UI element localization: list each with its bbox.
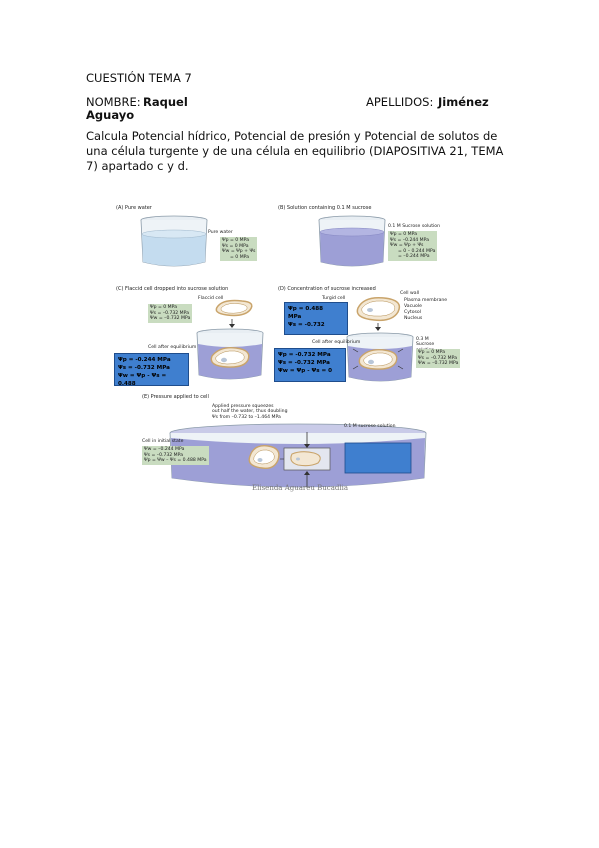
- panel-a-value: Ψw = Ψp + Ψs: [222, 249, 256, 255]
- caption-b: (B) Solution containing 0.1 M sucrose: [278, 205, 372, 211]
- empty-answer-box: [344, 442, 412, 474]
- beaker-pure-water: [140, 215, 208, 267]
- turgid-cell-diagram: [356, 296, 401, 331]
- cell-equilibrium-label-c: Cell after equilibrium: [148, 345, 197, 350]
- apellidos-label: APELLIDOS:: [366, 95, 434, 109]
- answer-d-bottom-line: Ψp = -0.732 MPa: [278, 352, 331, 358]
- panel-b-value: = 0 – 0.244 MPa: [398, 248, 436, 254]
- pure-water-label: Pure water: [208, 230, 233, 235]
- panel-b-value: Ψp = 0 MPa: [390, 232, 418, 237]
- applied-pressure-line: out half the water, thus doubling: [212, 409, 288, 415]
- answer-d-bottom-line: Ψs = -0.732 MPa: [278, 360, 330, 366]
- beaker-cell-equilibrium-d: [346, 332, 414, 382]
- answer-c-line: Ψw = Ψp - Ψs = 0.488: [118, 373, 167, 387]
- vacuole-label: Vacuole: [404, 304, 422, 309]
- cell-equilibrium-label-d: Cell after equilibrium: [312, 340, 361, 345]
- caption-d: (D) Concentration of sucrose increased: [278, 286, 376, 292]
- answer-c-line: Ψs = -0.732 MPa: [118, 365, 170, 371]
- answer-d-bottom-line: Ψw = Ψp - Ψs = 0: [278, 368, 333, 374]
- instructions-paragraph: Calcula Potencial hídrico, Potencial de …: [86, 129, 504, 173]
- nombre-value: Raquel: [143, 95, 188, 109]
- panel-b-value: = –0.244 MPa: [398, 254, 430, 260]
- panel-a-value: Ψs = 0 MPa: [222, 243, 249, 249]
- panel-b-value: Ψs = –0.244 MPa: [390, 237, 430, 243]
- answer-d-top-line: MPa: [288, 314, 302, 320]
- panel-e-value: Ψs = –0.732 MPa: [144, 452, 184, 458]
- question-title: CUESTIÓN TEMA 7: [86, 71, 192, 85]
- apellidos-value: Jiménez: [438, 95, 489, 109]
- panel-d-value: Ψs = –0.732 MPa: [418, 355, 458, 361]
- panel-a-value: = 0 MPa: [230, 254, 250, 260]
- nucleus-label: Nucleus: [404, 316, 423, 321]
- applied-pressure-line: Applied pressure squeezes: [212, 404, 274, 409]
- panel-a-value: Ψp = 0 MPa: [222, 238, 250, 243]
- caption-a: (A) Pure water: [116, 205, 152, 211]
- watermark: Elisenda Aguareu Bucadlia: [252, 484, 349, 492]
- panel-a-values: Ψp = 0 MPa Ψs = 0 MPa Ψw = Ψp + Ψs = 0 M…: [220, 237, 258, 262]
- nombre-label: NOMBRE:: [86, 95, 141, 109]
- panel-d-values: Ψp = 0 MPa Ψs = –0.732 MPa Ψw = –0.732 M…: [416, 349, 461, 368]
- panel-c-value: Ψp = 0 MPa: [150, 305, 178, 310]
- beaker-cell-equilibrium-c: [196, 328, 264, 380]
- cell-wall-label: Cell wall: [400, 291, 420, 296]
- panel-e-value: Ψp = Ψw – Ψs = 0.488 MPa: [144, 458, 207, 464]
- flaccid-cell-label: Flaccid cell: [198, 296, 224, 301]
- applied-pressure-line: Ψs from –0.732 to –1.464 MPa: [212, 414, 281, 420]
- figure-illustration: [140, 215, 427, 488]
- panel-d-value: Ψw = –0.732 MPa: [418, 361, 459, 367]
- answer-c-line: Ψp = -0.244 MPa: [118, 357, 171, 363]
- panel-b-values: Ψp = 0 MPa Ψs = –0.244 MPa Ψw = Ψp + Ψs …: [388, 231, 438, 261]
- beaker-sucrose-01: [318, 215, 386, 267]
- panel-c-values: Ψp = 0 MPa Ψs = –0.732 MPa Ψw = –0.732 M…: [148, 304, 193, 323]
- initial-state-label: Cell in initial state: [142, 439, 184, 444]
- answer-box-c: Ψp = -0.244 MPa Ψs = -0.732 MPa Ψw = Ψp …: [114, 353, 189, 387]
- panel-e-value: Ψw = –0.244 MPa: [144, 447, 185, 452]
- panel-d-value: Ψp = 0 MPa: [418, 350, 446, 355]
- sucrose-01-e-label: 0.1 M sucrose solution: [344, 424, 396, 429]
- answer-d-top-line: Ψp = 0.488: [288, 306, 324, 312]
- answer-box-d-bottom: Ψp = -0.732 MPa Ψs = -0.732 MPa Ψw = Ψp …: [274, 348, 346, 382]
- panel-b-value: Ψw = Ψp + Ψs: [390, 243, 424, 249]
- turgid-cell-label: Turgid cell: [322, 296, 346, 301]
- answer-box-d-top: Ψp = 0.488 MPa Ψs = -0.732: [284, 302, 348, 335]
- panel-c-value: Ψs = –0.732 MPa: [150, 310, 190, 316]
- panel-c-value: Ψw = –0.732 MPa: [150, 316, 191, 322]
- caption-c: (C) Flaccid cell dropped into sucrose so…: [116, 286, 229, 292]
- sucrose-01-label: 0.1 M Sucrose solution: [388, 224, 441, 229]
- caption-e: (E) Pressure applied to cell: [142, 394, 209, 400]
- plasma-membrane-label: Plasma membrane: [404, 298, 448, 303]
- applied-pressure-label: Applied pressure squeezes out half the w…: [212, 404, 287, 420]
- panel-e-values: Ψw = –0.244 MPa Ψs = –0.732 MPa Ψp = Ψw …: [142, 446, 209, 465]
- answer-d-top-line: Ψs = -0.732: [288, 322, 325, 328]
- water-potential-figure: (A) Pure water (B) Solution containing 0…: [112, 200, 474, 498]
- cytosol-label: Cytosol: [404, 310, 422, 315]
- nombre-value-continued: Aguayo: [86, 108, 135, 122]
- flaccid-cell-diagram: [215, 299, 253, 328]
